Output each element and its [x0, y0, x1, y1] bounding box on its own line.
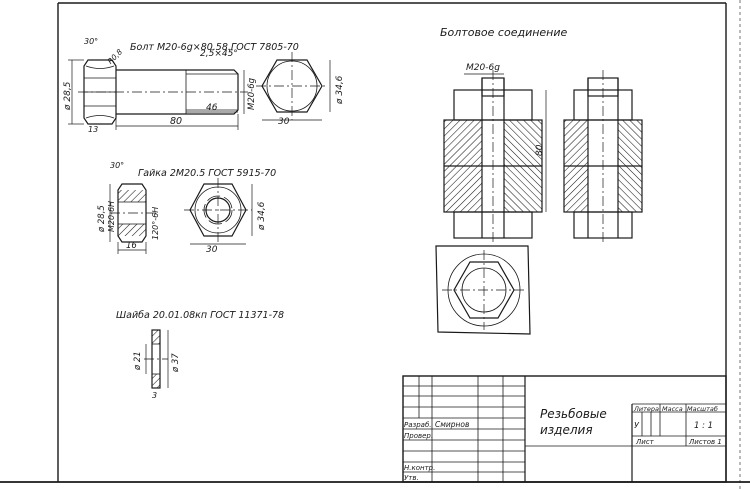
bolt-thread-label: М20-6g: [247, 77, 257, 110]
washer-title: Шайба 20.01.08кп ГОСТ 11371-78: [116, 310, 284, 321]
nut-thread-a: М20-6Н: [107, 201, 116, 232]
bolt-head-height: 13: [88, 125, 98, 134]
tb-doc-title-1: Резьбовые: [540, 407, 607, 421]
assembly-drawing: Болтовое соединение М20-6g 80: [435, 26, 643, 335]
bolt-shank: [116, 69, 239, 115]
nut-drawing: Гайка 2М20.5 ГОСТ 5915-70 30° ø 28,5 М20…: [97, 161, 276, 255]
bolt-drawing: Болт М20-6g×80.58.ГОСТ 7805-70 30° R0,8 …: [63, 37, 345, 134]
bolt-title: Болт М20-6g×80.58.ГОСТ 7805-70: [130, 42, 299, 53]
nut-height: 16: [126, 241, 137, 251]
bolt-key-size: 30: [278, 117, 290, 127]
tb-checked-label: Провер.: [404, 432, 433, 440]
bolt-head-outline: [83, 59, 117, 125]
nut-across-corners: ø 34,6: [257, 201, 267, 231]
nut-key-size: 30: [206, 245, 218, 255]
tb-scale-label: Масштаб: [687, 405, 718, 413]
tb-sheets-label: Листов 1: [688, 438, 722, 446]
bolt-head-diameter: ø 28,5: [63, 81, 73, 111]
nut-thread-b: 120°-6Н: [151, 207, 160, 240]
washer-drawing: Шайба 20.01.08кп ГОСТ 11371-78 ø 21 ø 37…: [116, 310, 284, 400]
washer-inner-dia: ø 21: [133, 351, 143, 371]
tb-developed-label: Разраб.: [404, 421, 432, 429]
nut-angle-label: 30°: [110, 161, 124, 170]
bolt-thread-length: 46: [206, 103, 218, 113]
title-block: Разраб. Смирнов Провер. Н.контр. Утв. Ре…: [402, 375, 727, 483]
bolt-total-length: 80: [170, 116, 182, 127]
tb-litera-label: Литера: [633, 405, 659, 413]
bolt-radius-label: R0,8: [106, 47, 125, 66]
tb-scale-value: 1 : 1: [694, 421, 713, 431]
nut-diameter: ø 28,5: [97, 205, 107, 233]
assembly-length: 80: [535, 144, 545, 156]
tb-norm-label: Н.контр.: [404, 464, 435, 472]
nut-side-outline: [117, 183, 147, 243]
assembly-top-plate: [435, 245, 531, 335]
washer-thickness: 3: [152, 391, 157, 400]
tb-litera-value: У: [634, 421, 640, 430]
assembly-thread: М20-6g: [466, 63, 500, 73]
bolt-across-corners: ø 34,6: [335, 75, 345, 105]
tb-developer-name: Смирнов: [435, 420, 469, 429]
bolt-angle-label: 30°: [84, 37, 98, 46]
bolt-chamfer-label: 2,5×45°: [200, 49, 238, 59]
tb-sheet-label: Лист: [635, 438, 655, 446]
assembly-title: Болтовое соединение: [440, 26, 568, 39]
tb-approved-label: Утв.: [404, 474, 419, 482]
tb-doc-title-2: изделия: [540, 423, 593, 437]
nut-title: Гайка 2М20.5 ГОСТ 5915-70: [138, 168, 276, 179]
tb-mass-label: Масса: [662, 405, 683, 413]
washer-outer-dia: ø 37: [171, 353, 181, 373]
